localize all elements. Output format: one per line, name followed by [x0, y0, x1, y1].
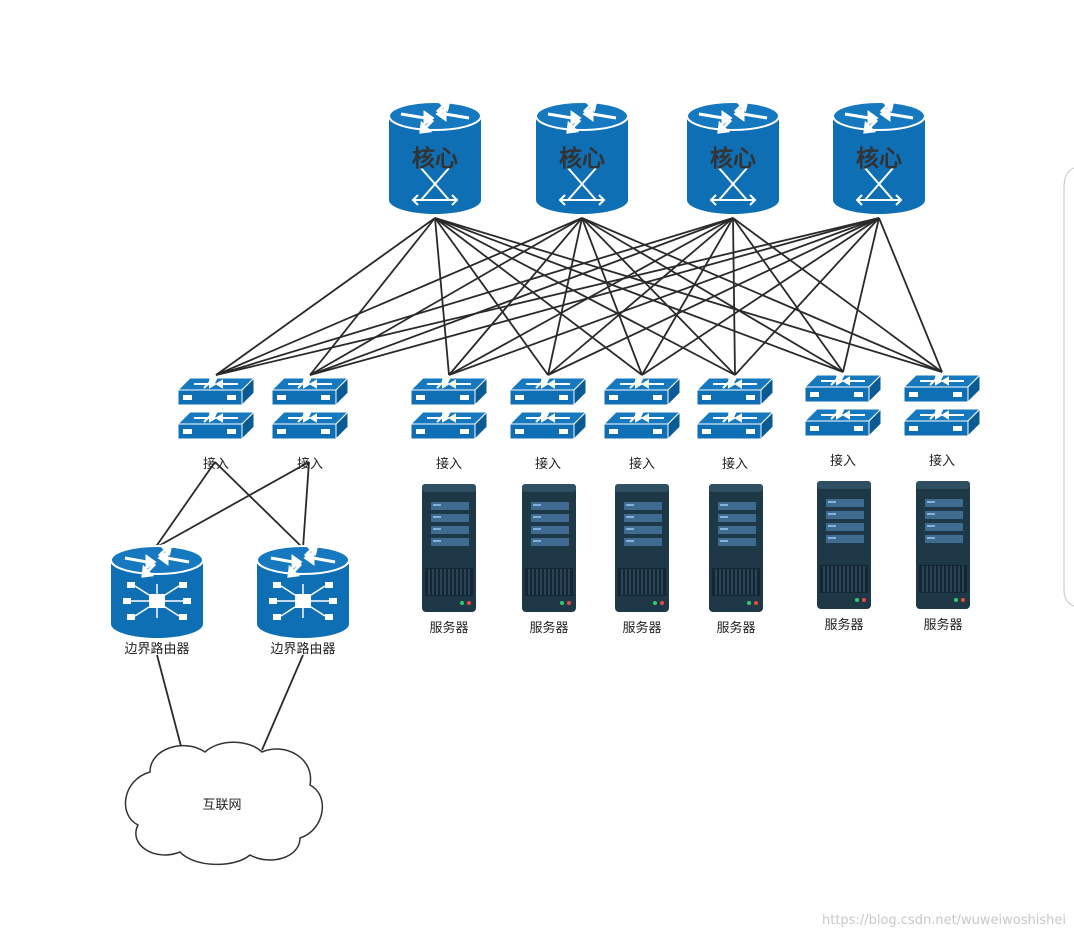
link-core-4-acc-8	[878, 217, 943, 373]
link-acc1-br2	[214, 461, 304, 549]
switch-icon	[272, 378, 348, 439]
server-icon	[521, 483, 577, 613]
core-access-links	[215, 217, 943, 376]
link-core-3-acc-5	[641, 217, 734, 376]
switch-icon	[904, 375, 980, 436]
core-router: 核心	[831, 98, 927, 216]
link-core-4-acc-6	[734, 217, 880, 376]
internet-cloud: 互联网	[124, 741, 324, 866]
server: 服务器	[421, 483, 477, 636]
border-router-label: 边界路由器	[270, 641, 335, 657]
link-br1-internet	[156, 654, 183, 751]
server-icon	[614, 483, 670, 613]
server: 服务器	[614, 483, 670, 636]
link-core-1-acc-1	[215, 217, 436, 376]
link-acc2-br1	[154, 461, 310, 549]
link-core-2-acc-4	[547, 217, 583, 376]
access-switch: 接入	[411, 378, 487, 472]
access-label: 接入	[436, 456, 462, 472]
core-router: 核心	[685, 98, 781, 216]
server: 服务器	[708, 483, 764, 636]
link-core-2-acc-6	[581, 217, 736, 376]
link-core-1-acc-6	[434, 217, 736, 376]
link-core-2-acc-1	[215, 217, 583, 376]
access-label: 接入	[629, 456, 655, 472]
server-icon	[915, 480, 971, 610]
switch-icon	[411, 378, 487, 439]
access-label: 接入	[722, 456, 748, 472]
link-core-1-acc-3	[434, 217, 450, 376]
border-router-icon	[255, 542, 351, 640]
link-core-3-acc-4	[547, 217, 734, 376]
server: 服务器	[915, 480, 971, 633]
core-label: 核心	[856, 145, 902, 172]
access-switch: 接入	[604, 378, 680, 472]
link-core-4-acc-2	[309, 217, 880, 376]
server-icon	[421, 483, 477, 613]
core-label: 核心	[559, 145, 605, 172]
border-router: 边界路由器	[255, 542, 351, 657]
server-label: 服务器	[429, 620, 468, 636]
access-label: 接入	[830, 453, 856, 469]
edge-links	[154, 461, 310, 751]
access-label: 接入	[535, 456, 561, 472]
switch-icon	[604, 378, 680, 439]
link-core-4-acc-7	[842, 217, 880, 373]
server-label: 服务器	[529, 620, 568, 636]
access-switch: 接入	[272, 378, 348, 472]
access-switch: 接入	[697, 378, 773, 472]
link-acc1-br1	[154, 461, 216, 549]
core-label: 核心	[412, 145, 458, 172]
core-router: 核心	[534, 98, 630, 216]
link-core-4-acc-4	[547, 217, 880, 376]
link-acc2-br2	[302, 461, 310, 549]
switch-icon	[510, 378, 586, 439]
access-switch: 接入	[510, 378, 586, 472]
server-label: 服务器	[622, 620, 661, 636]
border-router: 边界路由器	[109, 542, 205, 657]
link-core-3-acc-7	[732, 217, 844, 373]
server-label: 服务器	[824, 617, 863, 633]
link-core-1-acc-7	[434, 217, 844, 373]
link-core-2-acc-2	[309, 217, 583, 376]
link-core-2-acc-3	[448, 217, 583, 376]
link-core-4-acc-3	[448, 217, 880, 376]
cloud-icon	[124, 741, 324, 866]
switch-icon	[178, 378, 254, 439]
core-label: 核心	[710, 145, 756, 172]
access-label: 接入	[929, 453, 955, 469]
link-br2-internet	[261, 654, 304, 751]
link-core-1-acc-5	[434, 217, 643, 376]
link-core-1-acc-2	[309, 217, 436, 376]
link-core-4-acc-1	[215, 217, 880, 376]
watermark: https://blog.csdn.net/wuweiwoshishei	[822, 913, 1066, 928]
link-core-2-acc-7	[581, 217, 844, 373]
server-icon	[816, 480, 872, 610]
border-router-label: 边界路由器	[124, 641, 189, 657]
switch-icon	[697, 378, 773, 439]
access-label: 接入	[297, 456, 323, 472]
access-label: 接入	[203, 456, 229, 472]
border-router-icon	[109, 542, 205, 640]
server-label: 服务器	[923, 617, 962, 633]
link-core-3-acc-3	[448, 217, 734, 376]
server-label: 服务器	[716, 620, 755, 636]
server: 服务器	[816, 480, 872, 633]
link-core-3-acc-6	[732, 217, 736, 376]
link-core-3-acc-2	[309, 217, 734, 376]
link-core-1-acc-4	[434, 217, 549, 376]
core-router: 核心	[387, 98, 483, 216]
internet-label: 互联网	[202, 798, 241, 813]
link-core-4-acc-5	[641, 217, 880, 376]
link-core-3-acc-1	[215, 217, 734, 376]
access-switch: 接入	[805, 375, 881, 469]
switch-icon	[805, 375, 881, 436]
link-core-2-acc-5	[581, 217, 643, 376]
access-switch: 接入	[178, 378, 254, 472]
server: 服务器	[521, 483, 577, 636]
server-icon	[708, 483, 764, 613]
scroll-edge[interactable]	[1063, 167, 1074, 607]
access-switch: 接入	[904, 375, 980, 469]
